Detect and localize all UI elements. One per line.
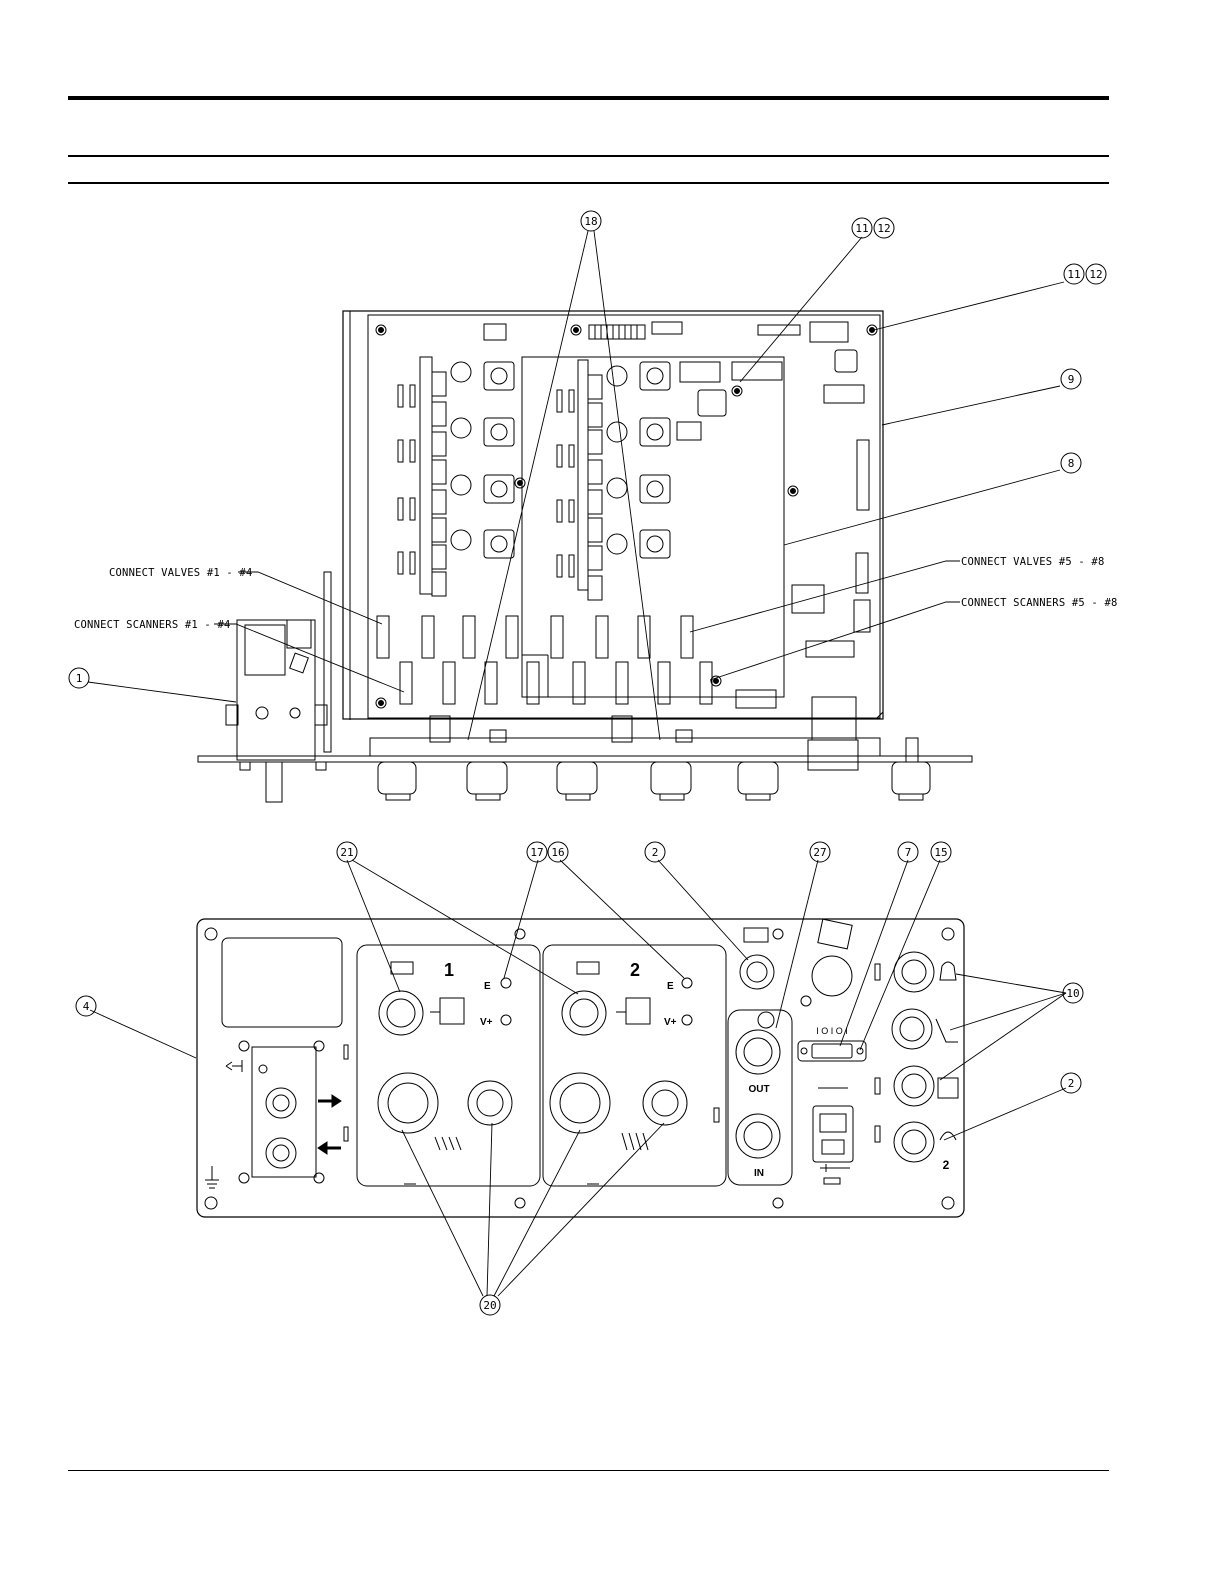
callout-17: 17: [527, 842, 547, 862]
relay-column-left: [398, 357, 514, 596]
svg-text:2: 2: [1068, 1077, 1075, 1090]
callout-18: 18: [581, 211, 601, 231]
svg-text:1: 1: [76, 672, 83, 685]
front-panel-view: [90, 860, 1066, 1296]
callout-10: 10: [1063, 983, 1083, 1003]
svg-text:11: 11: [855, 222, 868, 235]
svg-text:17: 17: [530, 846, 543, 859]
callout-11-top: 11: [852, 218, 872, 238]
svg-text:12: 12: [877, 222, 890, 235]
callout-7: 7: [898, 842, 918, 862]
svg-text:11: 11: [1067, 268, 1080, 281]
svg-text:18: 18: [584, 215, 597, 228]
svg-text:12: 12: [1089, 268, 1102, 281]
serial-io-label: I O I O I: [816, 1026, 848, 1036]
callout-20: 20: [480, 1295, 500, 1315]
svg-text:15: 15: [934, 846, 947, 859]
leader-lines-top: [88, 231, 1064, 740]
scanner-connectors-row: [400, 662, 712, 704]
svg-text:27: 27: [813, 846, 826, 859]
base-round-connectors: [378, 697, 930, 800]
right-2-label: 2: [943, 1158, 950, 1172]
callout-21: 21: [337, 842, 357, 862]
panel-markings: 1 2 E V+ E V+ OUT IN I O I O I 2: [444, 960, 950, 1179]
svg-text:2: 2: [652, 846, 659, 859]
callout-1: 1: [69, 668, 89, 688]
mounting-holes: [376, 325, 877, 708]
callout-12-right: 12: [1086, 264, 1106, 284]
relay-column-right: [557, 360, 670, 600]
callout-2-right: 2: [1061, 1073, 1081, 1093]
callout-11-right: 11: [1064, 264, 1084, 284]
svg-text:16: 16: [551, 846, 564, 859]
callout-16: 16: [548, 842, 568, 862]
module-2-e-label: E: [667, 981, 674, 992]
valve-connectors-row: [377, 616, 693, 658]
label-connect-scanners-1-4: CONNECT SCANNERS #1 - #4: [74, 619, 231, 631]
label-connect-valves-1-4: CONNECT VALVES #1 - #4: [109, 567, 252, 579]
callout-4: 4: [76, 996, 96, 1016]
svg-text:20: 20: [483, 1299, 496, 1312]
callout-8: 8: [1061, 453, 1081, 473]
module-1-vplus-label: V+: [480, 1017, 493, 1028]
svg-text:10: 10: [1066, 987, 1079, 1000]
leader-lines-bottom: [90, 860, 1066, 1296]
svg-text:8: 8: [1068, 457, 1075, 470]
callout-9: 9: [1061, 369, 1081, 389]
controller-interior-view: [88, 231, 1064, 802]
callout-2-top: 2: [645, 842, 665, 862]
in-label: IN: [754, 1168, 764, 1179]
out-label: OUT: [748, 1084, 769, 1095]
module-1-number: 1: [444, 960, 454, 980]
svg-text:4: 4: [83, 1000, 90, 1013]
module-1-e-label: E: [484, 981, 491, 992]
label-connect-valves-5-8: CONNECT VALVES #5 - #8: [961, 556, 1104, 568]
svg-text:7: 7: [905, 846, 912, 859]
svg-text:21: 21: [340, 846, 353, 859]
callout-15: 15: [931, 842, 951, 862]
module-2-number: 2: [630, 960, 640, 980]
callout-27: 27: [810, 842, 830, 862]
callout-12-top: 12: [874, 218, 894, 238]
svg-text:9: 9: [1068, 373, 1075, 386]
module-2-vplus-label: V+: [664, 1017, 677, 1028]
label-connect-scanners-5-8: CONNECT SCANNERS #5 - #8: [961, 597, 1118, 609]
